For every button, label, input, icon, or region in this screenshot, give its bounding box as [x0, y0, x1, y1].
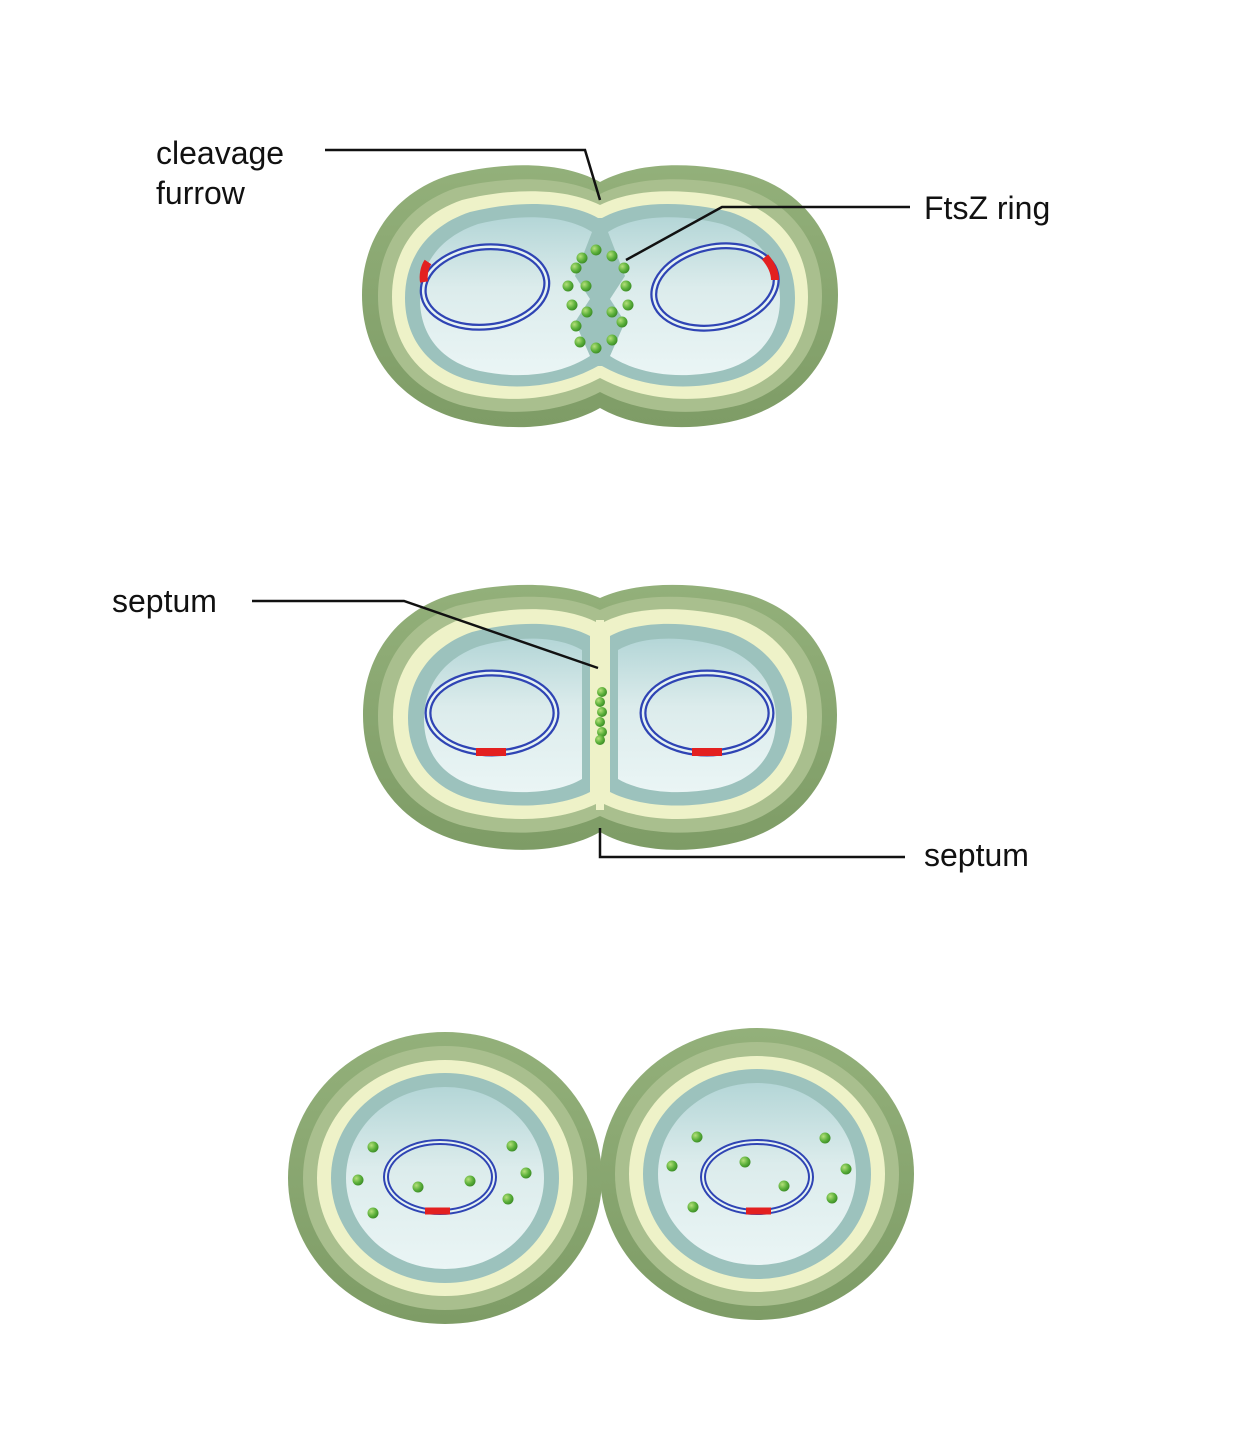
label-cleavage-furrow-line1: cleavage — [156, 135, 284, 171]
stage-3-daughter-cells — [288, 1028, 914, 1324]
chromosome-right — [650, 242, 780, 332]
ftsz-protein-dot — [574, 336, 586, 348]
ftsz-protein-dot — [595, 697, 605, 707]
ftsz-protein-dot — [562, 280, 574, 292]
chromosome — [700, 1139, 814, 1215]
label-ftsz-ring: FtsZ ring — [924, 190, 1050, 226]
label-cleavage-furrow-line2: furrow — [156, 175, 246, 211]
ftsz-protein-dot — [580, 280, 592, 292]
ftsz-protein-dot — [566, 299, 578, 311]
ftsz-protein-dot — [687, 1201, 699, 1213]
ftsz-protein-dot — [606, 306, 618, 318]
ftsz-protein-dot — [595, 735, 605, 745]
replication-origin — [419, 259, 432, 283]
ftsz-protein-dot — [597, 707, 607, 717]
ftsz-proteins — [666, 1131, 852, 1213]
leader-lines — [252, 148, 910, 859]
ftsz-protein-dot — [464, 1175, 476, 1187]
ftsz-protein-dot — [622, 299, 634, 311]
ftsz-protein-dot — [576, 252, 588, 264]
leader-line-septum-lower — [598, 828, 905, 859]
ftsz-protein-dot — [826, 1192, 838, 1204]
ftsz-protein-dot — [606, 334, 618, 346]
ftsz-protein-dot — [367, 1141, 379, 1153]
ftsz-protein-dot — [597, 727, 607, 737]
daughter-cell-left — [288, 1032, 602, 1324]
ftsz-proteins — [352, 1140, 532, 1219]
cytoplasm-right — [608, 217, 780, 376]
ftsz-ring-proteins — [595, 687, 607, 745]
ftsz-protein-dot — [739, 1156, 751, 1168]
stage-1-dividing-cell — [362, 165, 838, 428]
ftsz-protein-dot — [595, 717, 605, 727]
chromosome — [383, 1139, 497, 1215]
ftsz-protein-dot — [778, 1180, 790, 1192]
ftsz-protein-dot — [570, 262, 582, 274]
ftsz-ring-proteins — [562, 244, 634, 354]
ftsz-protein-dot — [666, 1160, 678, 1172]
cytoplasm-left — [420, 217, 592, 376]
ftsz-protein-dot — [840, 1163, 852, 1175]
ftsz-protein-dot — [352, 1174, 364, 1186]
ftsz-protein-dot — [520, 1167, 532, 1179]
ftsz-protein-dot — [597, 687, 607, 697]
ftsz-protein-dot — [620, 280, 632, 292]
leader-line-septum-upper — [252, 599, 599, 670]
ftsz-protein-dot — [606, 250, 618, 262]
leader-line-ftsz-ring — [625, 205, 910, 262]
ftsz-protein-dot — [570, 320, 582, 332]
daughter-cell-right — [600, 1028, 914, 1320]
ftsz-protein-dot — [590, 244, 602, 256]
ftsz-protein-dot — [819, 1132, 831, 1144]
ftsz-protein-dot — [590, 342, 602, 354]
ftsz-protein-dot — [616, 316, 628, 328]
label-cleavage-furrow: cleavage furrow — [156, 135, 293, 211]
cytoplasm — [658, 1083, 856, 1265]
replication-origin — [761, 254, 779, 281]
furrow-constriction — [590, 250, 610, 345]
ftsz-protein-dot — [502, 1193, 514, 1205]
label-septum-lower: septum — [924, 837, 1029, 873]
chromosome-left — [424, 669, 560, 757]
chromosome-right — [639, 669, 775, 757]
ftsz-protein-dot — [618, 262, 630, 274]
ftsz-protein-dot — [367, 1207, 379, 1219]
ftsz-protein-dot — [412, 1181, 424, 1193]
cytoplasm — [346, 1087, 544, 1269]
label-septum-upper: septum — [112, 583, 217, 619]
ftsz-protein-dot — [581, 306, 593, 318]
ftsz-protein-dot — [506, 1140, 518, 1152]
stage-2-septum-cell — [363, 584, 837, 850]
leader-line-cleavage-furrow — [325, 148, 602, 201]
chromosome-left — [419, 243, 551, 331]
ftsz-protein-dot — [691, 1131, 703, 1143]
